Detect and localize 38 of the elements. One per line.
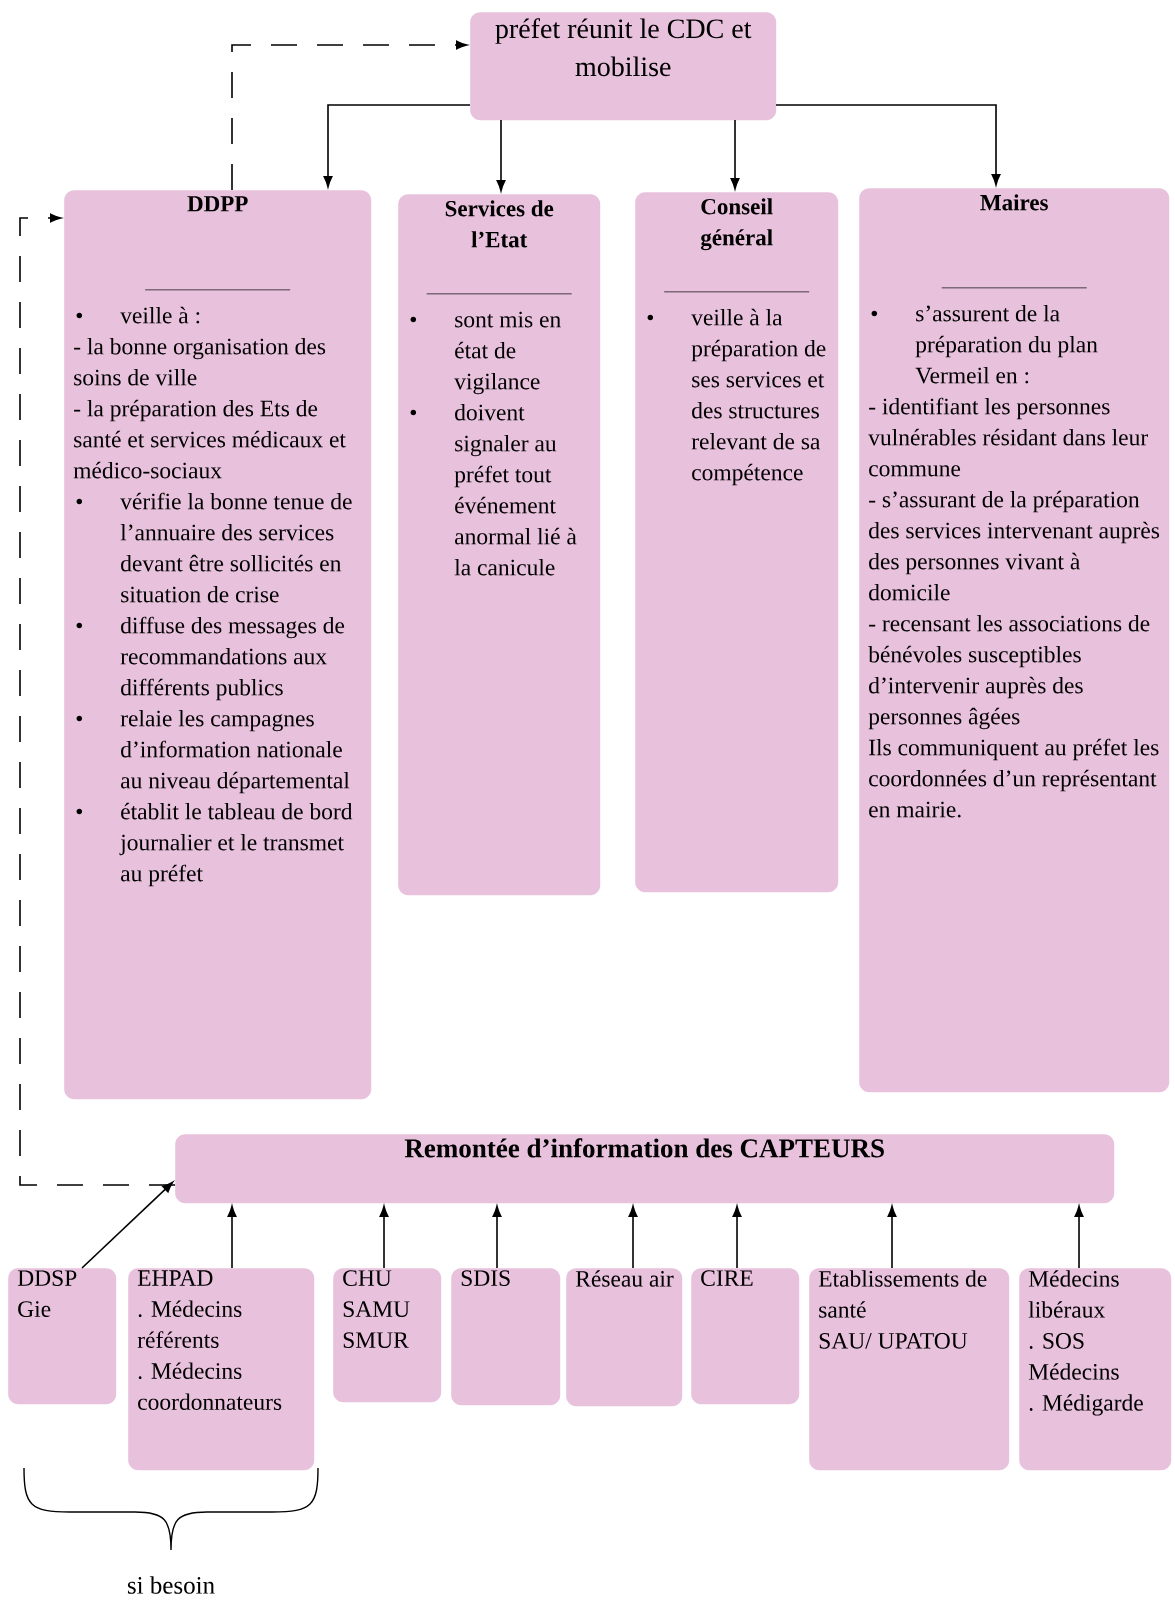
arrow	[887, 1205, 897, 1269]
info-panel: DDPP • veille à : - la bonne organisation des soins de ville - la préparation des Ets de santé et services médicaux et médico-sociaux • vérifie la bonne tenue de l’annuaire des services devant être sollicités en situation de crise • diffuse des messages de recommandations aux différents publics • relaie les campagnes d’information nationale au niveau départemental • établit le tableau de bord journalier et le transmet au préfet	[64, 190, 372, 1100]
source-box: Etablissements de santé SAU/ UPATOU	[809, 1268, 1010, 1471]
info-panel: Services de l’Etat • sont mis en état de vigilance • doivent signaler au préfet tout événement anormal lié à la canicule	[398, 194, 601, 896]
arrow	[496, 119, 506, 192]
info-panel: Maires • s’assurent de la préparation du plan Vermeil en : - identifiant les personnes vulnérables résidant dans leur commune - s’assurant de la préparation des services intervenant auprès des personnes vivant à domicile - recensant les associations de bénévoles susceptibles d’intervenir auprès des personnes âgées Ils communiquent au préfet les coordonnées d’un représentant en mairie.	[859, 188, 1170, 1093]
arrow	[81, 1181, 174, 1269]
arrow	[628, 1205, 638, 1269]
bullet: •	[410, 409, 417, 416]
bullet: •	[410, 316, 417, 323]
arrow	[732, 1205, 742, 1269]
info-panel: Conseil général • veille à la préparation de ses services et des structures relevant de sa compétence	[635, 192, 839, 893]
arrow	[19, 213, 176, 1186]
arrow	[379, 1205, 389, 1269]
source-box: DDSP Gie	[8, 1268, 117, 1405]
arrow	[492, 1205, 502, 1269]
source-box: EHPAD . Médecins référents . Médecins coordonnateurs	[128, 1268, 315, 1471]
arrow	[1074, 1205, 1084, 1269]
source-box: Médecins libéraux . SOS Médecins . Médigarde	[1019, 1268, 1172, 1471]
bullet: •	[76, 312, 83, 319]
arrow	[323, 104, 471, 188]
arrow	[730, 119, 740, 190]
header-box: préfet réunit le CDC et mobilise	[470, 12, 777, 121]
bullet: •	[76, 498, 83, 505]
bullet: •	[647, 314, 654, 321]
arrow	[231, 40, 468, 191]
source-box: SDIS	[451, 1268, 561, 1406]
header-box: Remontée d’information des CAPTEURS	[175, 1134, 1115, 1204]
bullet: •	[871, 310, 878, 317]
arrow	[227, 1205, 237, 1269]
source-box: Réseau air	[566, 1268, 683, 1407]
bullet: •	[76, 715, 83, 722]
source-box: CHU SAMU SMUR	[333, 1268, 442, 1403]
bullet: •	[76, 622, 83, 629]
source-box: CIRE	[691, 1268, 800, 1405]
arrow	[775, 104, 1001, 186]
bullet: •	[76, 808, 83, 815]
note-label: si besoin	[127, 1576, 215, 1594]
